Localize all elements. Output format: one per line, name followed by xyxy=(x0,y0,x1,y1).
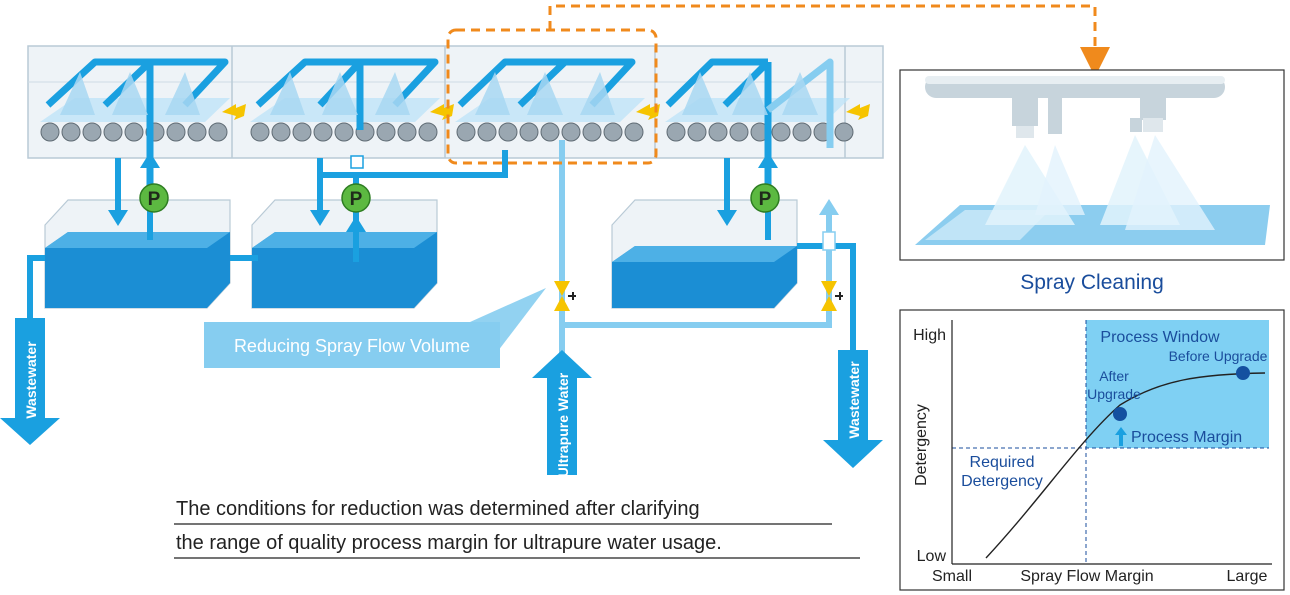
pump-1: P xyxy=(139,183,169,213)
roller xyxy=(208,122,228,142)
spray-headers-light xyxy=(765,58,834,148)
flow-arrowheads xyxy=(108,152,839,232)
roller xyxy=(582,122,602,142)
wastewater-label: Wastewater xyxy=(23,341,39,419)
junction-box xyxy=(350,155,364,169)
roller xyxy=(292,122,312,142)
spray-cleaning-title: Spray Cleaning xyxy=(1020,271,1164,294)
after-upgrade-label-2: Upgrade xyxy=(1087,386,1141,402)
roller xyxy=(666,122,686,142)
caption: The conditions for reduction was determi… xyxy=(174,498,860,559)
highlight-section xyxy=(446,4,1110,165)
ultrapure-label: Ultrapure Water xyxy=(555,372,571,477)
pump-2: P xyxy=(341,183,371,213)
after-upgrade-point xyxy=(1113,407,1127,421)
roller xyxy=(271,122,291,142)
wastewater-label: Wastewater xyxy=(846,361,862,439)
valve-right-icon xyxy=(821,281,843,311)
roller xyxy=(334,122,354,142)
reducing-spray-callout: Reducing Spray Flow Volume xyxy=(204,288,546,368)
pipes xyxy=(27,150,856,415)
required-label-2: Detergency xyxy=(961,473,1043,490)
spray-cleaning-panel xyxy=(899,69,1285,261)
before-upgrade-point xyxy=(1236,366,1250,380)
y-tick-high: High xyxy=(913,327,946,344)
x-tick-small: Small xyxy=(932,568,972,585)
roller xyxy=(376,122,396,142)
detergency-chart xyxy=(899,309,1285,591)
wastewater-arrow-right: Wastewater xyxy=(823,350,883,468)
roller xyxy=(729,122,749,142)
pump-label: P xyxy=(350,189,363,210)
valve-left-icon xyxy=(554,281,576,311)
roller xyxy=(250,122,270,142)
wastewater-arrow-left: Wastewater xyxy=(0,318,60,445)
roller xyxy=(687,122,707,142)
roller xyxy=(313,122,333,142)
after-upgrade-label-1: After xyxy=(1099,368,1129,384)
roller xyxy=(61,122,81,142)
roller xyxy=(624,122,644,142)
before-upgrade-label: Before Upgrade xyxy=(1169,348,1268,364)
required-label-1: Required xyxy=(970,454,1035,471)
ultrapure-arrow: Ultrapure Water xyxy=(532,350,592,477)
roller xyxy=(166,122,186,142)
roller xyxy=(456,122,476,142)
roller xyxy=(124,122,144,142)
roller xyxy=(82,122,102,142)
x-axis-label: Spray Flow Margin xyxy=(1020,568,1153,585)
roller xyxy=(603,122,623,142)
process-window-label: Process Window xyxy=(1100,329,1220,346)
roller xyxy=(477,122,497,142)
pump-label: P xyxy=(148,189,161,210)
x-tick-large: Large xyxy=(1227,568,1268,585)
caption-line-2: the range of quality process margin for … xyxy=(176,532,722,554)
process-margin-label: Process Margin xyxy=(1131,429,1242,446)
roller xyxy=(708,122,728,142)
junction-box xyxy=(822,231,836,251)
roller xyxy=(40,122,60,142)
spray-cones xyxy=(60,72,818,115)
roller xyxy=(519,122,539,142)
process-window-area xyxy=(1086,320,1269,448)
tanks xyxy=(44,199,798,309)
roller xyxy=(103,122,123,142)
roller xyxy=(561,122,581,142)
process-margin-arrow-icon xyxy=(1115,427,1127,446)
y-axis-label: Detergency xyxy=(913,404,930,486)
y-tick-low: Low xyxy=(917,548,947,565)
roller xyxy=(187,122,207,142)
pump-3: P xyxy=(750,183,780,213)
roller xyxy=(498,122,518,142)
detergency-curve xyxy=(985,372,1266,559)
caption-line-1: The conditions for reduction was determi… xyxy=(176,498,700,520)
roller xyxy=(540,122,560,142)
pump-label: P xyxy=(759,189,772,210)
roller xyxy=(792,122,812,142)
callout-text: Reducing Spray Flow Volume xyxy=(234,336,470,356)
roller xyxy=(771,122,791,142)
roller xyxy=(397,122,417,142)
roller xyxy=(834,122,854,142)
roller xyxy=(418,122,438,142)
